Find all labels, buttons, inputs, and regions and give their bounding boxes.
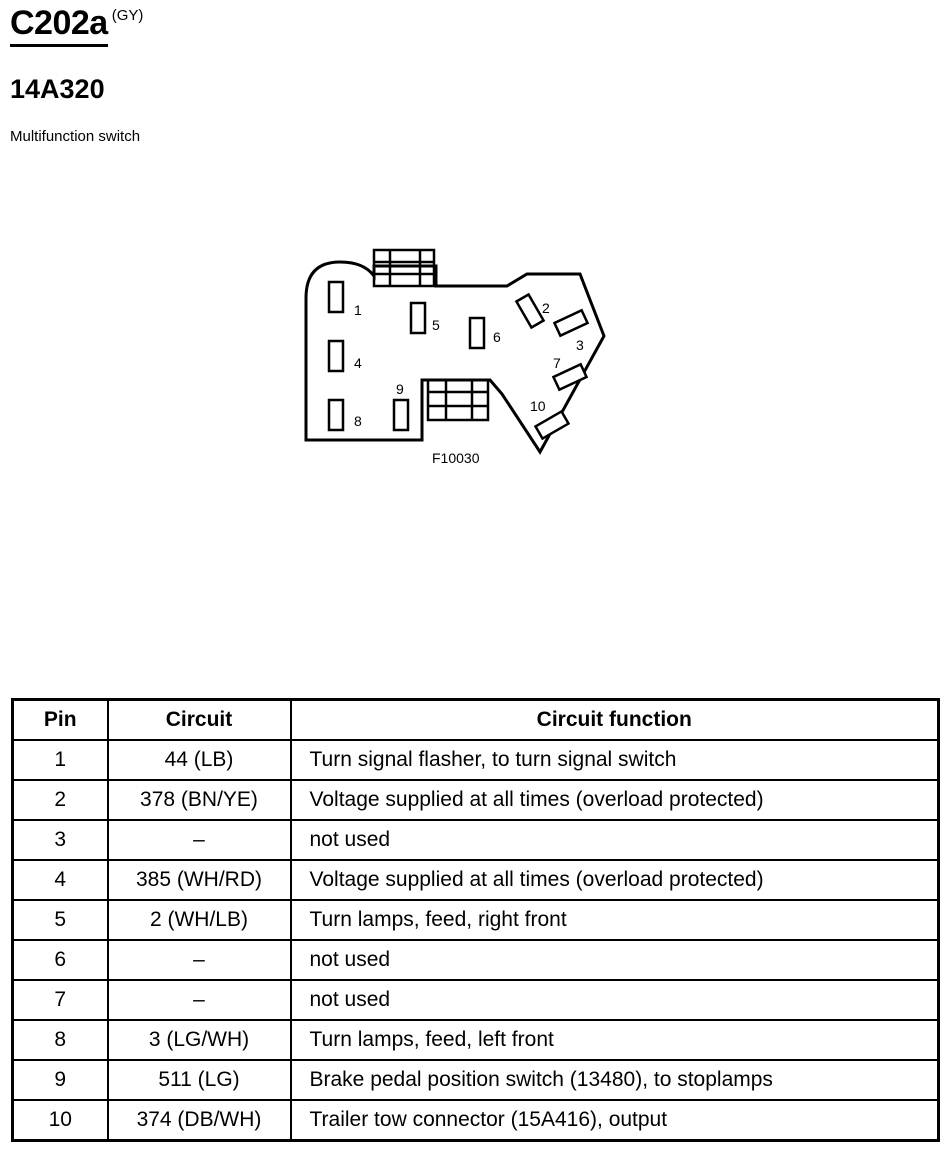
table-row: 5 2 (WH/LB) Turn lamps, feed, right fron… bbox=[11, 899, 940, 941]
table-row: 2 378 (BN/YE) Voltage supplied at all ti… bbox=[11, 779, 940, 821]
function-cell: Brake pedal position switch (13480), to … bbox=[289, 1059, 940, 1101]
function-cell: Voltage supplied at all times (overload … bbox=[289, 859, 940, 901]
table-row: 3 – not used bbox=[11, 819, 940, 861]
component-description: Multifunction switch bbox=[10, 128, 141, 145]
circuit-cell: 3 (LG/WH) bbox=[106, 1019, 292, 1061]
pin-cell: 3 bbox=[11, 819, 109, 861]
connector-id: C202a bbox=[10, 4, 108, 47]
connector-face-diagram: 1 2 3 4 5 6 7 8 9 10 F10030 bbox=[304, 248, 606, 466]
top-latch bbox=[372, 248, 436, 288]
pin-cell: 4 bbox=[11, 859, 109, 901]
pin-cell: 1 bbox=[11, 739, 109, 781]
table-row: 10 374 (DB/WH) Trailer tow connector (15… bbox=[11, 1099, 940, 1142]
terminal-10 bbox=[533, 409, 571, 441]
connector-outline bbox=[304, 260, 606, 455]
terminal-6 bbox=[468, 316, 486, 350]
connector-color-code: (GY) bbox=[111, 7, 144, 24]
table-row: 6 – not used bbox=[11, 939, 940, 981]
terminal-7 bbox=[551, 362, 589, 392]
function-cell: Voltage supplied at all times (overload … bbox=[289, 779, 940, 821]
figure-id: F10030 bbox=[432, 450, 480, 466]
terminal-8 bbox=[327, 398, 345, 432]
pin-label-4: 4 bbox=[354, 355, 362, 371]
pin-label-8: 8 bbox=[354, 413, 362, 429]
function-cell: Turn lamps, feed, left front bbox=[289, 1019, 940, 1061]
pin-label-1: 1 bbox=[354, 302, 362, 318]
terminal-9 bbox=[392, 398, 410, 432]
pin-column-header: Pin bbox=[11, 698, 109, 741]
function-cell: not used bbox=[289, 819, 940, 861]
pin-cell: 5 bbox=[11, 899, 109, 941]
terminal-1 bbox=[327, 280, 345, 314]
pin-table: Pin Circuit Circuit function 1 44 (LB) T… bbox=[11, 698, 940, 1142]
pin-cell: 8 bbox=[11, 1019, 109, 1061]
circuit-cell: – bbox=[106, 939, 292, 981]
circuit-cell: 385 (WH/RD) bbox=[106, 859, 292, 901]
part-number: 14A320 bbox=[10, 74, 105, 104]
circuit-column-header: Circuit bbox=[106, 698, 292, 741]
connector-header: C202a(GY) bbox=[10, 4, 143, 47]
table-row: 1 44 (LB) Turn signal flasher, to turn s… bbox=[11, 739, 940, 781]
circuit-cell: 378 (BN/YE) bbox=[106, 779, 292, 821]
terminal-3 bbox=[552, 308, 590, 338]
circuit-cell: 511 (LG) bbox=[106, 1059, 292, 1101]
circuit-cell: 2 (WH/LB) bbox=[106, 899, 292, 941]
pin-cell: 9 bbox=[11, 1059, 109, 1101]
pin-label-3: 3 bbox=[576, 337, 584, 353]
circuit-function-column-header: Circuit function bbox=[289, 698, 940, 741]
terminal-5 bbox=[409, 301, 427, 335]
circuit-cell: 44 (LB) bbox=[106, 739, 292, 781]
pin-cell: 6 bbox=[11, 939, 109, 981]
pin-label-6: 6 bbox=[493, 329, 501, 345]
pin-label-7: 7 bbox=[553, 355, 561, 371]
pin-label-5: 5 bbox=[432, 317, 440, 333]
function-cell: not used bbox=[289, 979, 940, 1021]
pin-label-9: 9 bbox=[396, 381, 404, 397]
circuit-cell: 374 (DB/WH) bbox=[106, 1099, 292, 1142]
function-cell: not used bbox=[289, 939, 940, 981]
function-cell: Turn lamps, feed, right front bbox=[289, 899, 940, 941]
table-row: 9 511 (LG) Brake pedal position switch (… bbox=[11, 1059, 940, 1101]
pin-cell: 7 bbox=[11, 979, 109, 1021]
terminal-4 bbox=[327, 339, 345, 373]
function-cell: Trailer tow connector (15A416), output bbox=[289, 1099, 940, 1142]
pin-label-10: 10 bbox=[530, 398, 546, 414]
table-row: 7 – not used bbox=[11, 979, 940, 1021]
pin-cell: 10 bbox=[11, 1099, 109, 1142]
table-row: 8 3 (LG/WH) Turn lamps, feed, left front bbox=[11, 1019, 940, 1061]
circuit-cell: – bbox=[106, 979, 292, 1021]
bottom-latch bbox=[426, 378, 490, 422]
pin-label-2: 2 bbox=[542, 300, 550, 316]
table-row: 4 385 (WH/RD) Voltage supplied at all ti… bbox=[11, 859, 940, 901]
pin-cell: 2 bbox=[11, 779, 109, 821]
function-cell: Turn signal flasher, to turn signal swit… bbox=[289, 739, 940, 781]
circuit-cell: – bbox=[106, 819, 292, 861]
terminal-2 bbox=[514, 292, 546, 330]
pin-table-header-row: Pin Circuit Circuit function bbox=[11, 698, 940, 741]
